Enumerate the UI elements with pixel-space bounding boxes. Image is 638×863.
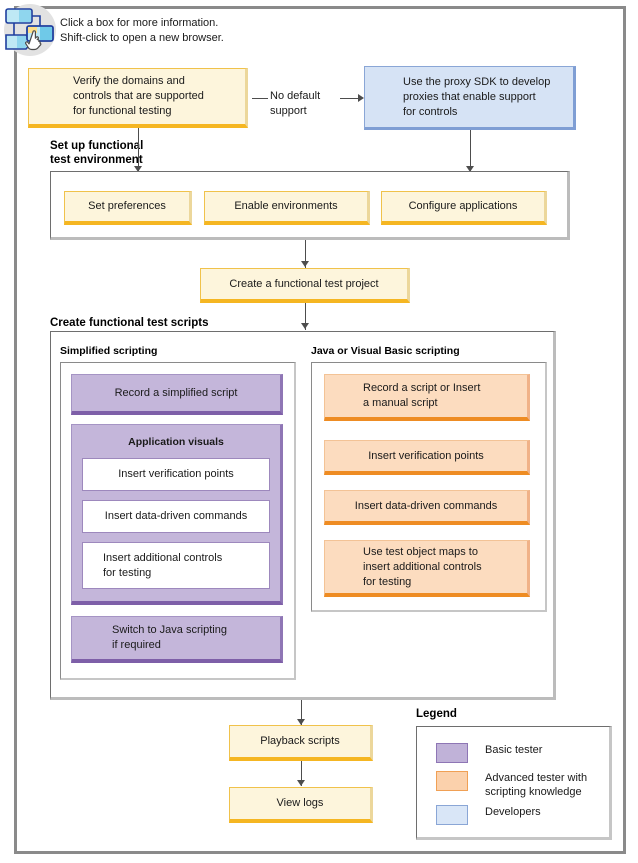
legend-item-developers: Developers bbox=[436, 805, 541, 825]
connector-label-to-proxy bbox=[340, 98, 362, 99]
connector-verify-to-label bbox=[252, 98, 268, 99]
header-instructions: Click a box for more information. Shift-… bbox=[60, 17, 224, 44]
node-configure-applications[interactable]: Configure applications bbox=[381, 191, 547, 225]
connector-project-to-scripts bbox=[305, 303, 306, 330]
node-enable-environments[interactable]: Enable environments bbox=[204, 191, 370, 225]
subsection-heading-simplified-scripting: Simplified scripting bbox=[60, 345, 158, 357]
legend-item-basic-tester: Basic tester bbox=[436, 743, 542, 763]
arrowhead-to-proxy bbox=[358, 94, 364, 102]
legend-label-developers: Developers bbox=[485, 806, 541, 818]
arrowhead-to-logs bbox=[297, 780, 305, 786]
section-heading-create-scripts: Create functional test scripts bbox=[50, 317, 209, 329]
legend-swatch-orange bbox=[436, 771, 468, 791]
node-set-preferences[interactable]: Set preferences bbox=[64, 191, 192, 225]
node-playback-scripts[interactable]: Playback scripts bbox=[229, 725, 373, 761]
diagram-outer-frame bbox=[14, 6, 626, 854]
legend-title: Legend bbox=[416, 708, 457, 720]
connector-verify-to-setup bbox=[138, 128, 139, 171]
connector-setup-to-project bbox=[305, 240, 306, 268]
node-create-project[interactable]: Create a functional test project bbox=[200, 268, 410, 303]
node-insert-data-driven-java[interactable]: Insert data-driven commands bbox=[324, 490, 530, 525]
node-insert-additional-controls-simple[interactable]: Insert additional controls for testing bbox=[82, 542, 270, 589]
flowchart-click-icon bbox=[2, 2, 58, 58]
legend-swatch-purple bbox=[436, 743, 468, 763]
arrowhead-to-project bbox=[301, 261, 309, 267]
node-proxy-sdk[interactable]: Use the proxy SDK to develop proxies tha… bbox=[364, 66, 576, 130]
node-record-simplified-script[interactable]: Record a simplified script bbox=[71, 374, 283, 415]
node-use-test-object-maps[interactable]: Use test object maps to insert additiona… bbox=[324, 540, 530, 597]
node-switch-to-java[interactable]: Switch to Java scripting if required bbox=[71, 616, 283, 663]
arrowhead-to-setup bbox=[134, 166, 142, 172]
legend-swatch-blue bbox=[436, 805, 468, 825]
connector-proxy-to-setup bbox=[470, 130, 471, 171]
arrowhead-to-scripts bbox=[301, 323, 309, 329]
node-record-or-insert-manual-script[interactable]: Record a script or Insert a manual scrip… bbox=[324, 374, 530, 421]
arrowhead-proxy-to-setup bbox=[466, 166, 474, 172]
connector-playback-to-logs bbox=[301, 761, 302, 786]
node-view-logs[interactable]: View logs bbox=[229, 787, 373, 823]
edge-label-no-default-support: No default support bbox=[270, 90, 321, 117]
node-verify-domains[interactable]: Verify the domains and controls that are… bbox=[28, 68, 248, 128]
arrowhead-to-playback bbox=[297, 719, 305, 725]
section-heading-setup-environment: Set up functional test environment bbox=[50, 140, 144, 166]
group-title-application-visuals: Application visuals bbox=[128, 436, 224, 448]
node-insert-verification-points-simple[interactable]: Insert verification points bbox=[82, 458, 270, 491]
legend-label-basic-tester: Basic tester bbox=[485, 744, 543, 756]
legend-label-advanced-tester: Advanced tester with scripting knowledge bbox=[485, 772, 588, 798]
connector-scripts-to-playback bbox=[301, 700, 302, 725]
legend-item-advanced-tester: Advanced tester with scripting knowledge bbox=[436, 771, 587, 799]
subsection-heading-java-vb-scripting: Java or Visual Basic scripting bbox=[311, 345, 460, 357]
node-insert-verification-points-java[interactable]: Insert verification points bbox=[324, 440, 530, 475]
node-insert-data-driven-simple[interactable]: Insert data-driven commands bbox=[82, 500, 270, 533]
